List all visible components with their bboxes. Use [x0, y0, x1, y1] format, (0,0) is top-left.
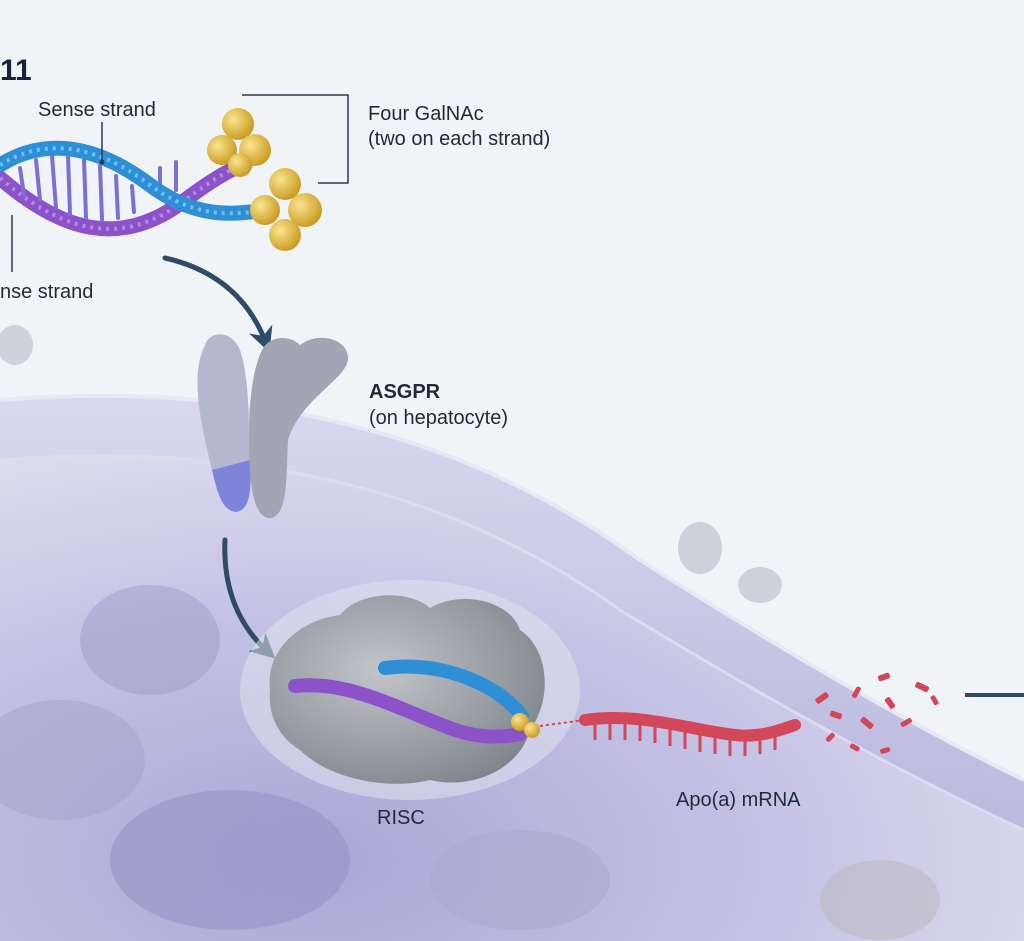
- organelles: [0, 585, 940, 940]
- membrane-inner-line: [0, 454, 1024, 832]
- apoa-mrna: [539, 712, 801, 756]
- sense-leader-dot: [99, 159, 105, 165]
- asgpr-receptor: [197, 334, 349, 519]
- galnac-bracket: [242, 94, 349, 184]
- risc-sense-strand: [378, 659, 529, 723]
- antisense-strand-label: nse strand: [0, 281, 94, 303]
- asgpr-label: ASGPR: [369, 381, 441, 403]
- uptake-arrow: [162, 255, 273, 353]
- asgpr-sublabel: (on hepatocyte): [369, 407, 508, 429]
- cell-membrane: [0, 395, 1024, 830]
- risc-label: RISC: [377, 807, 425, 829]
- risc-antisense-strand: [288, 678, 527, 744]
- galnac-label-line1: Four GalNAc: [368, 103, 484, 125]
- mrna-fragments: [815, 672, 939, 754]
- risc-galnac: [511, 713, 529, 731]
- mrna-label: Apo(a) mRNA: [676, 789, 801, 811]
- antisense-strand: [0, 157, 253, 237]
- partial-title: 11: [0, 54, 32, 87]
- galnac-cluster-bottom: [250, 168, 322, 251]
- galnac-label-line2: (two on each strand): [368, 128, 551, 150]
- sense-strand-label: Sense strand: [38, 99, 156, 121]
- background-molecules: [0, 325, 782, 603]
- risc-galnac: [524, 722, 540, 738]
- base-pairs: [18, 154, 178, 222]
- galnac-cluster-top: [207, 108, 271, 177]
- sense-strand: [0, 140, 258, 221]
